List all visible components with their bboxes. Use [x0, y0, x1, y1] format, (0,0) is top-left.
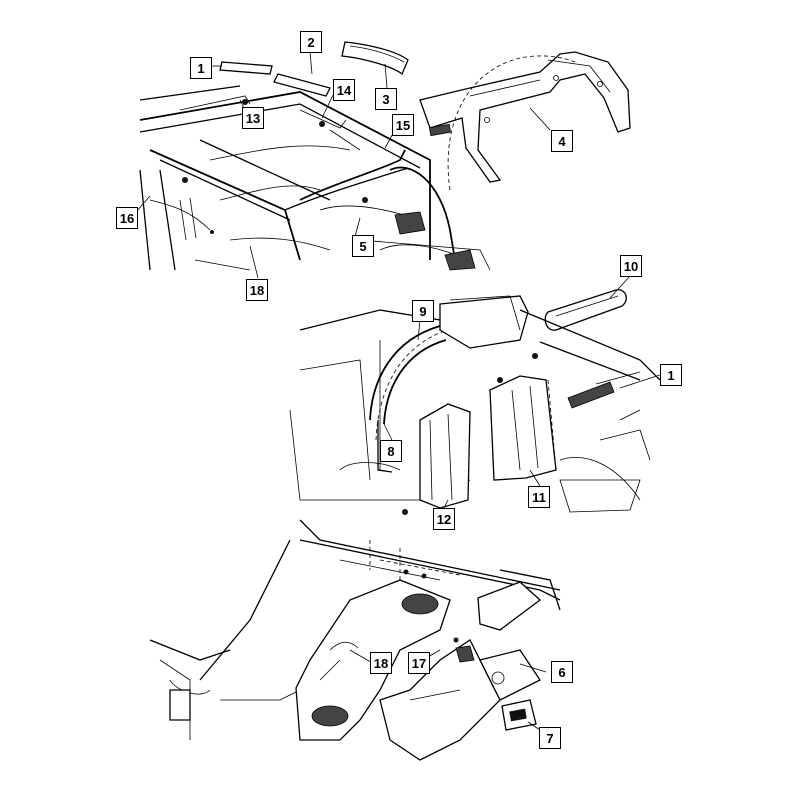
- callout-6: 6: [551, 661, 573, 683]
- callout-1-top: 1: [190, 57, 212, 79]
- callout-15: 15: [392, 114, 414, 136]
- callout-12: 12: [433, 508, 455, 530]
- top-assembly: [135, 41, 631, 279]
- callout-1-mid: 1: [660, 364, 682, 386]
- callout-2: 2: [300, 31, 322, 53]
- callout-10: 10: [620, 255, 642, 277]
- callout-17: 17: [408, 652, 430, 674]
- callout-14: 14: [333, 79, 355, 101]
- callout-16: 16: [116, 207, 138, 229]
- callout-5: 5: [352, 235, 374, 257]
- callout-7: 7: [539, 727, 561, 749]
- callout-4: 4: [551, 130, 573, 152]
- callout-18-top: 18: [246, 279, 268, 301]
- bottom-assembly: [149, 519, 561, 761]
- callout-13: 13: [242, 107, 264, 129]
- callout-8: 8: [380, 440, 402, 462]
- callout-18-bottom: 18: [370, 652, 392, 674]
- middle-assembly: [289, 275, 661, 515]
- callout-9: 9: [412, 300, 434, 322]
- callout-3: 3: [375, 88, 397, 110]
- callout-11: 11: [528, 486, 550, 508]
